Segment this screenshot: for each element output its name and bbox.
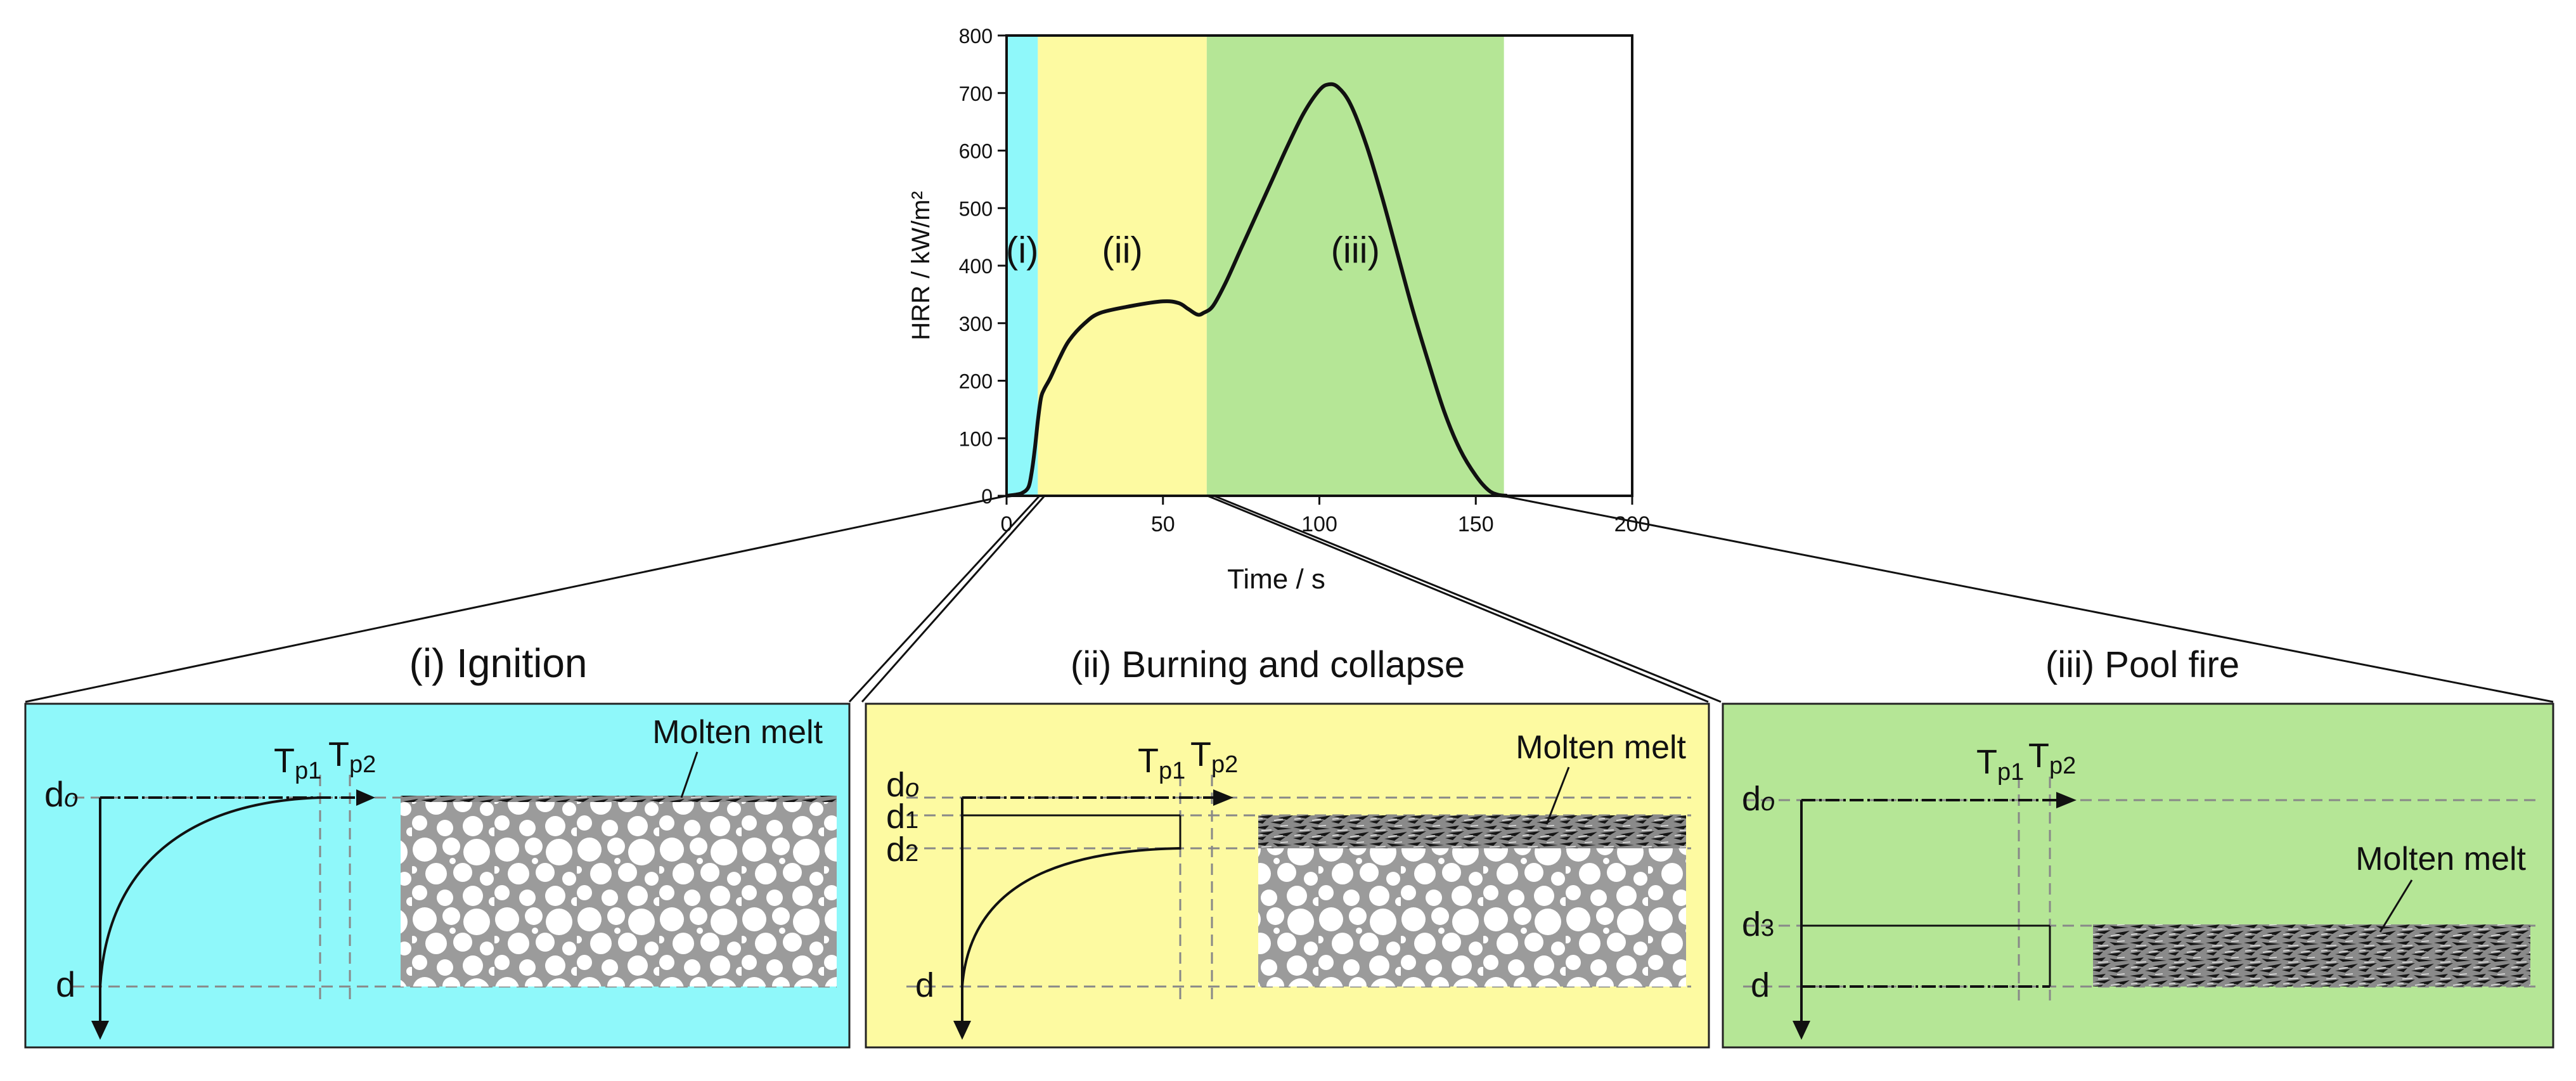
label-d0: do: [886, 766, 919, 804]
melt-pointer: [1545, 767, 1570, 825]
chart-y-axis-label: HRR / kW/m²: [907, 191, 935, 340]
y-tick-label: 500: [959, 197, 993, 220]
label-tp2: Tp2: [2028, 737, 2076, 779]
panel-burning-collapse: (ii) Burning and collapse do d1 d2 d Tp1…: [865, 644, 1710, 1049]
panel-title: (iii) Pool fire: [2045, 644, 2239, 685]
y-tick-label: 800: [959, 25, 993, 48]
panel-background: [1722, 702, 2554, 1049]
depth-arrow-head: [953, 1021, 971, 1040]
chart-regions: (i) (ii) (iii): [1006, 36, 1504, 496]
y-tick-label: 200: [959, 370, 993, 393]
panel-ignition: (i) Ignition do d Tp1 Tp2 Molten melt: [24, 640, 851, 1049]
label-d0: do: [44, 774, 78, 814]
y-tick-label: 0: [981, 485, 993, 508]
chart-curve-layer: [1006, 82, 1507, 498]
x-tick-label: 50: [1151, 512, 1175, 536]
y-tick-label: 400: [959, 255, 993, 278]
phase-region-label: (i): [1006, 230, 1039, 271]
depth-arrow-head: [91, 1021, 109, 1040]
melt-pointer: [2379, 879, 2413, 933]
chart-x-axis-label: Time / s: [1227, 564, 1325, 595]
phase-region-label: (iii): [1331, 230, 1380, 271]
molten-melt-label: Molten melt: [2355, 841, 2526, 877]
hrr-curve: [1006, 82, 1507, 498]
x-tick-label: 0: [1001, 512, 1013, 536]
label-d: d: [1751, 966, 1770, 1004]
x-tick-label: 100: [1301, 512, 1337, 536]
y-tick-label: 600: [959, 140, 993, 163]
connector-line: [25, 495, 1007, 703]
label-tp2: Tp2: [1190, 735, 1238, 778]
label-tp1: Tp1: [1138, 742, 1185, 784]
time-arrow-head: [1213, 789, 1233, 806]
panel-title: (i) Ignition: [409, 640, 588, 686]
molten-melt-label: Molten melt: [652, 714, 823, 751]
depth-arrow-head: [1793, 1021, 1810, 1040]
foam-block: [1258, 848, 1686, 987]
molten-melt-layer: [1258, 815, 1686, 848]
connector-line: [861, 495, 1046, 702]
label-d: d: [56, 964, 75, 1004]
time-arrow-head: [356, 789, 375, 806]
panel-title: (ii) Burning and collapse: [1071, 644, 1465, 685]
label-tp1: Tp1: [274, 742, 321, 784]
label-d1: d1: [886, 798, 918, 836]
connector-lines: [25, 495, 2554, 703]
time-arrow-head: [2056, 792, 2077, 808]
y-tick-label: 700: [959, 82, 993, 105]
phase-region: [1038, 36, 1207, 496]
label-tp2: Tp2: [328, 735, 376, 778]
connector-line: [848, 495, 1041, 703]
x-tick-label: 150: [1458, 512, 1494, 536]
connector-line: [1502, 495, 2554, 703]
label-d0: do: [1742, 780, 1775, 818]
label-d2: d2: [886, 831, 918, 869]
label-tp1: Tp1: [1976, 743, 2024, 786]
label-d3: d3: [1742, 905, 1774, 943]
molten-melt-label: Molten melt: [1516, 729, 1686, 766]
melt-pointer: [680, 751, 699, 798]
label-d: d: [915, 966, 934, 1004]
y-tick-label: 300: [959, 313, 993, 335]
molten-melt-pool: [2093, 924, 2530, 987]
foam-block: [401, 798, 837, 987]
panel-pool-fire: (iii) Pool fire do d3 d Tp1 Tp2 Molten m…: [1722, 644, 2554, 1049]
regression-curve: [99, 796, 321, 987]
connector-line: [1213, 495, 1722, 703]
phase-region: [1007, 36, 1038, 496]
regression-curve: [961, 847, 1181, 987]
molten-melt-layer: [401, 796, 837, 802]
y-tick-label: 100: [959, 427, 993, 450]
connector-line: [1207, 495, 1709, 703]
phase-region-label: (ii): [1102, 230, 1142, 271]
